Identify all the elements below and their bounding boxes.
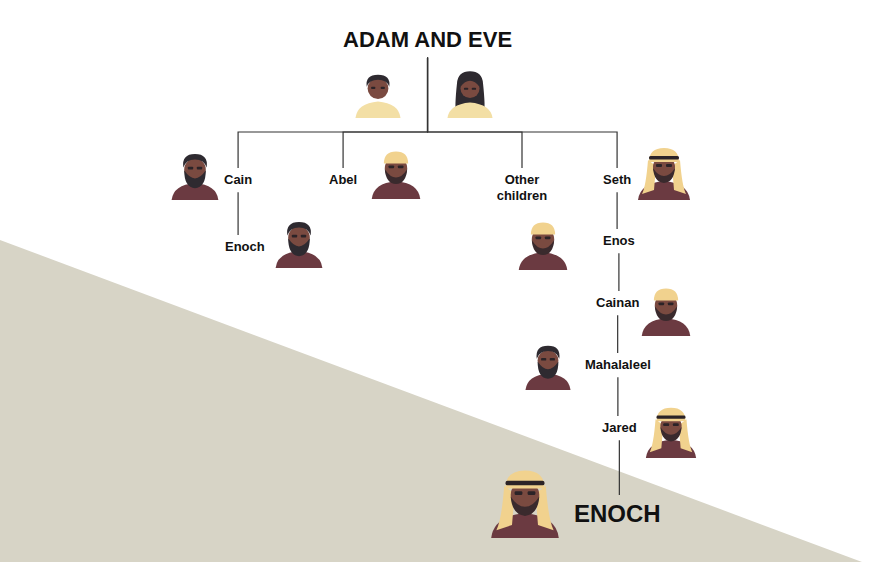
- tree-connector: [617, 315, 618, 353]
- abel-avatar: [372, 151, 421, 199]
- grey-wedge: [0, 240, 862, 562]
- tree-connector: [428, 58, 522, 169]
- title-node: ADAM AND EVE: [340, 24, 515, 56]
- tree-connector: [343, 58, 427, 169]
- cain-avatar: [172, 154, 219, 200]
- tree-connector: [237, 192, 238, 235]
- name-label: Abel: [326, 170, 360, 190]
- name-label: Enos: [600, 231, 638, 251]
- name-label: Enoch: [222, 237, 268, 257]
- other-children-avatar: [519, 222, 568, 270]
- name-text: Seth: [603, 172, 631, 188]
- cainan-avatar: [642, 288, 691, 336]
- name-text: Abel: [329, 172, 357, 188]
- jared-avatar: [646, 408, 696, 458]
- seth-avatar: [638, 148, 690, 200]
- name-label: Jared: [599, 418, 640, 438]
- name-text: Jared: [602, 420, 637, 436]
- tree-connector: [428, 58, 618, 169]
- name-label: Cain: [221, 170, 255, 190]
- name-text: Other children: [493, 172, 551, 205]
- tree-connector: [238, 58, 427, 169]
- name-text: Mahalaleel: [585, 357, 651, 373]
- name-text: Cain: [224, 172, 252, 188]
- name-text: Cainan: [596, 295, 639, 311]
- name-text: Enoch: [225, 239, 265, 255]
- tree-connector: [618, 253, 619, 291]
- name-label: Other children: [490, 170, 554, 207]
- name-label: Mahalaleel: [582, 355, 654, 375]
- tree-connector: [616, 192, 617, 229]
- name-text: Enos: [603, 233, 635, 249]
- name-text: ENOCH: [574, 499, 661, 529]
- enoch-avatar: [491, 470, 559, 538]
- tree-connector: [619, 440, 620, 495]
- mahalaleel-avatar: [525, 346, 570, 390]
- tree-connector: [617, 377, 618, 416]
- name-label: ENOCH: [571, 497, 664, 531]
- enoch-cain-avatar: [276, 222, 323, 268]
- eve-avatar: [447, 71, 492, 118]
- adam-avatar: [355, 75, 400, 118]
- name-label: Cainan: [593, 293, 642, 313]
- name-text: ADAM AND EVE: [343, 26, 512, 54]
- name-label: Seth: [600, 170, 634, 190]
